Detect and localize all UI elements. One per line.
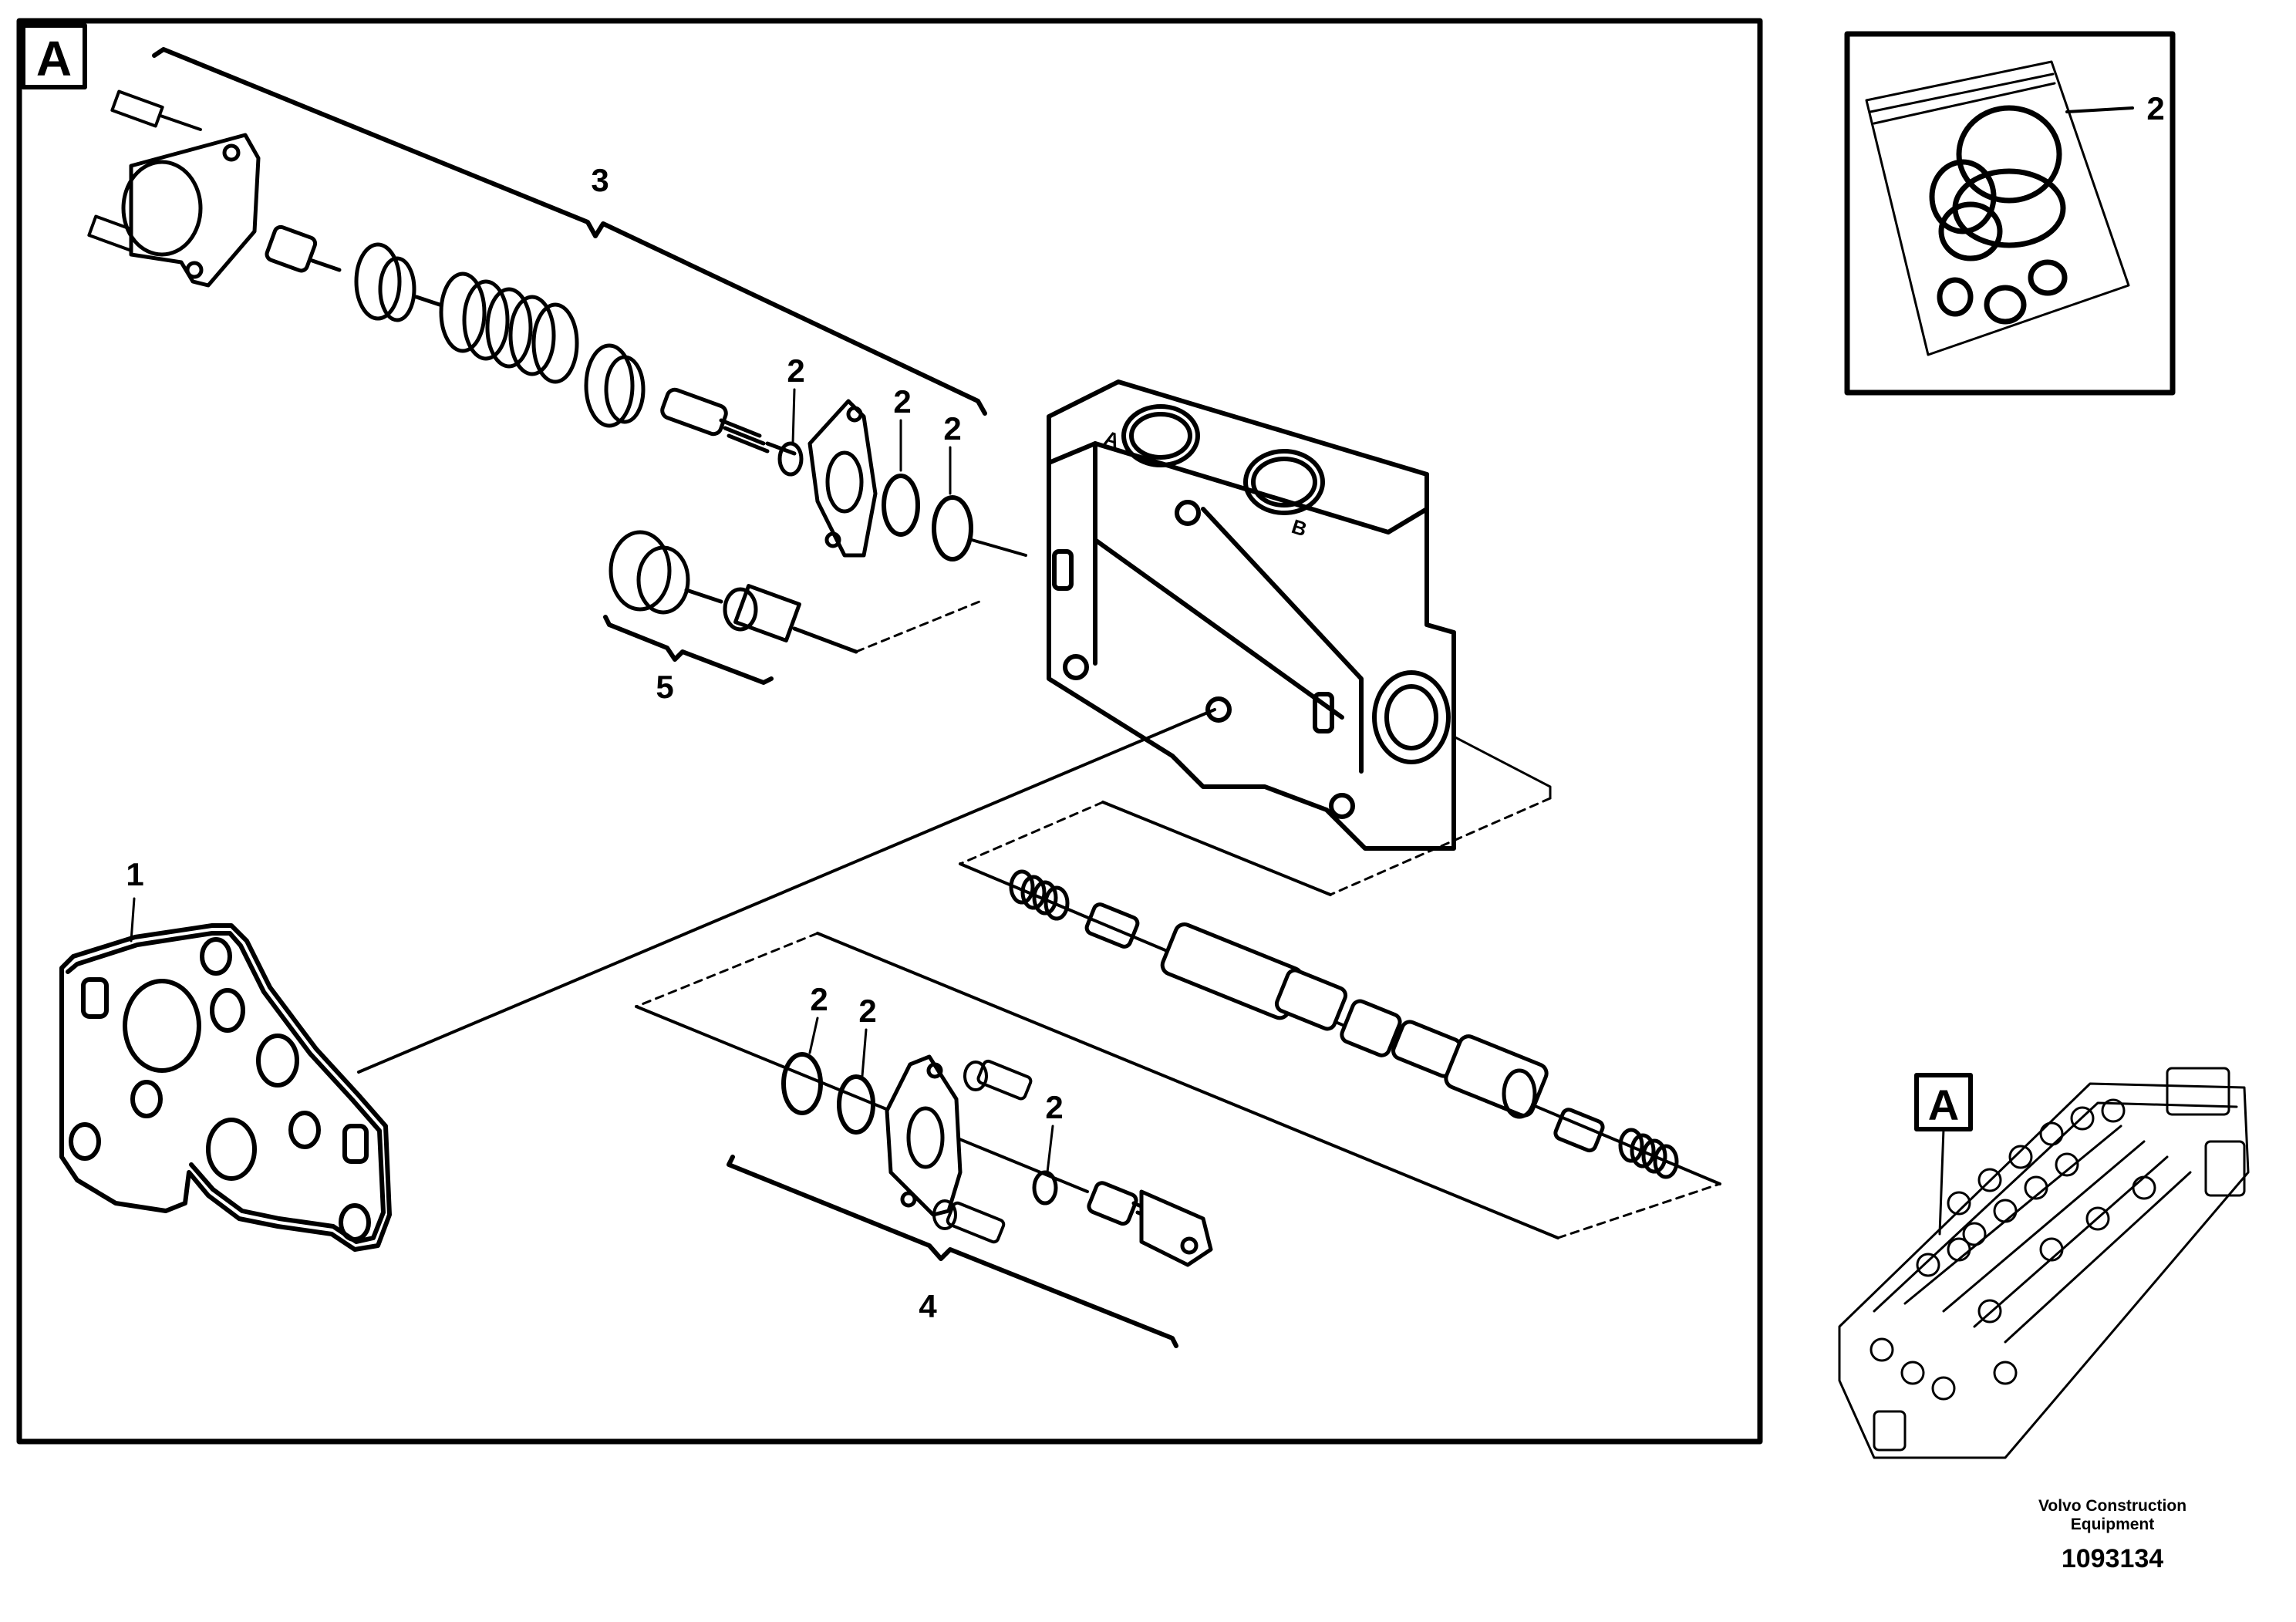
callout-2-b: 2: [893, 383, 911, 420]
coil-spring: [439, 271, 579, 384]
callout-2-a: 2: [787, 352, 804, 389]
spool-end-eye: [1087, 1181, 1213, 1267]
callout-1: 1: [126, 856, 143, 892]
spool-seat-right: [1553, 1108, 1605, 1153]
spool-box-lower: [816, 932, 1559, 1239]
bracket-4: [727, 1155, 1178, 1348]
spool-box-lower-dashed-left: [635, 932, 819, 1008]
spool-box-left-dashed: [959, 801, 1104, 865]
o-ring-top-large: [932, 495, 973, 561]
leader-2-e: [861, 1028, 868, 1077]
title-block: Volvo Construction Equipment 1093134: [1974, 1497, 2251, 1622]
cover-screw-upper: [963, 1059, 1033, 1101]
spool-spring-right: [1618, 1128, 1679, 1179]
callout-2-e: 2: [858, 993, 876, 1029]
seal-kit-leader: [2065, 106, 2134, 113]
callout-2-d: 2: [810, 981, 828, 1017]
seal-kit-bag: [1865, 60, 2130, 356]
spring-cover: [121, 133, 261, 288]
dashed-leader-5: [855, 600, 981, 653]
bracket-5: [603, 615, 774, 685]
main-view-label: A: [36, 31, 72, 86]
valve-section-body: [1047, 379, 1456, 851]
plug: [609, 530, 723, 615]
spring-seat-rear: [584, 343, 646, 428]
backup-ring-top: [882, 474, 920, 537]
gasket-leader: [357, 708, 1216, 1074]
callout-3: 3: [591, 162, 609, 198]
spool-box-upper: [1101, 801, 1332, 896]
main-spool: [1160, 922, 1549, 1119]
leader-2-a: [791, 388, 796, 445]
leader-1: [130, 897, 136, 943]
o-ring-lower-large: [781, 1052, 823, 1115]
main-view-frame: [16, 18, 1763, 1445]
main-view-label-box: [21, 23, 87, 89]
overview-pointer: [1938, 1128, 1945, 1236]
overview-label: A: [1928, 1081, 1959, 1129]
overview-label-box: [1914, 1073, 1973, 1131]
spool-flange: [807, 399, 878, 558]
side-port-leader: [1452, 735, 1552, 800]
spool-seat-left: [1084, 902, 1140, 949]
side-port-leader-dashed: [1329, 797, 1552, 896]
backup-ring-lower: [837, 1074, 875, 1135]
seal-kit-frame: [1844, 31, 2176, 396]
company-name-line2: Equipment: [2070, 1516, 2155, 1533]
drawing-number: 1093134: [2061, 1544, 2164, 1573]
gasket-plate: [59, 923, 392, 1252]
leader-2-d: [808, 1017, 819, 1054]
callout-5: 5: [656, 669, 673, 705]
callout-2-c: 2: [943, 410, 961, 447]
leader-2-f: [1046, 1125, 1054, 1174]
cap-screw-top: [110, 89, 202, 131]
seal-kit-rings: [1929, 105, 2068, 325]
spring-seat-bolt: [265, 224, 342, 273]
o-ring-top-small: [777, 441, 804, 477]
spring-seat-front: [354, 242, 442, 322]
valve-block-overview: [1838, 1067, 2250, 1459]
bracket-3: [152, 47, 987, 416]
spool-box-lower-dashed-right: [1556, 1182, 1721, 1239]
check-valve: [723, 584, 858, 654]
cover-axis-lower: [635, 1005, 1089, 1193]
spool-axis: [970, 538, 1027, 557]
callout-2-f: 2: [1045, 1089, 1063, 1125]
o-ring-lower-small: [1032, 1170, 1058, 1206]
spool-spring-left: [1009, 869, 1070, 921]
spool-axis-main: [959, 862, 1721, 1185]
spool-stem: [660, 387, 797, 456]
company-name-line1: Volvo Construction: [2038, 1497, 2187, 1515]
callout-4: 4: [919, 1288, 937, 1324]
seal-kit-callout: 2: [2146, 90, 2164, 126]
lower-cover-flange: [885, 1054, 963, 1217]
cover-screw-lower: [932, 1199, 1006, 1244]
